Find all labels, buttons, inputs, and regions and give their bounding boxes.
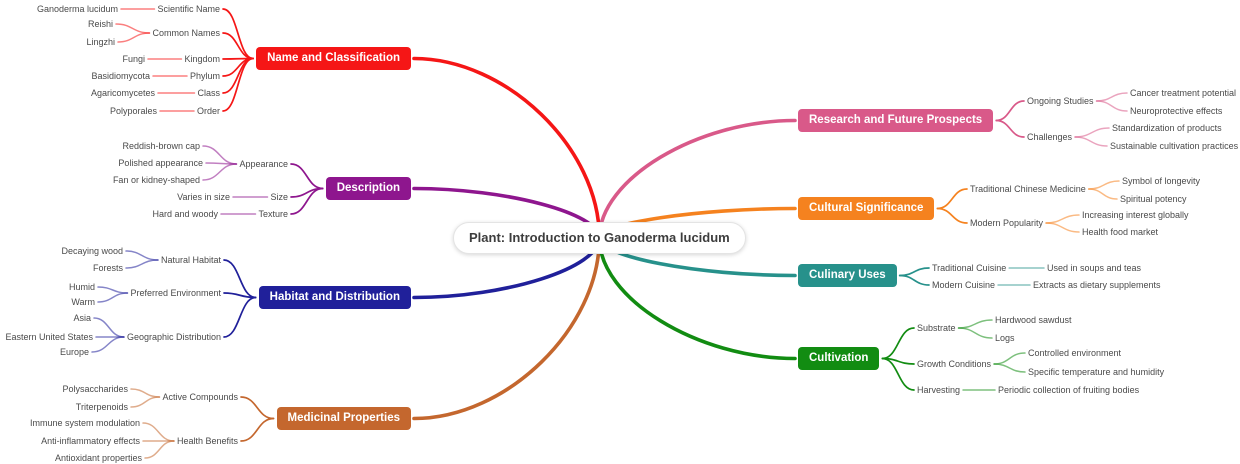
leaf-health-food-market[interactable]: Health food market	[1082, 227, 1159, 237]
subtopic-ongoing-studies[interactable]: Ongoing Studies	[1027, 96, 1094, 106]
subtopic-scientific-name[interactable]: Scientific Name	[157, 4, 220, 14]
leaf-symbol-of-longevity[interactable]: Symbol of longevity	[1122, 176, 1201, 186]
leaf-fan-or-kidney-shaped[interactable]: Fan or kidney-shaped	[112, 175, 200, 185]
leaf-decaying-wood[interactable]: Decaying wood	[61, 246, 123, 256]
leaf-spiritual-potency[interactable]: Spiritual potency	[1120, 194, 1187, 204]
leaf-polished-appearance[interactable]: Polished appearance	[118, 158, 203, 168]
subtopic-traditional-chinese-medicine[interactable]: Traditional Chinese Medicine	[970, 184, 1086, 194]
leaf-antioxidant-properties[interactable]: Antioxidant properties	[54, 453, 142, 463]
leaf-increasing-interest-globally[interactable]: Increasing interest globally	[1082, 210, 1189, 220]
subtopic-texture[interactable]: Texture	[258, 209, 288, 219]
leaf-anti-inflammatory-effects[interactable]: Anti-inflammatory effects	[41, 436, 140, 446]
leaf-asia[interactable]: Asia	[73, 313, 91, 323]
subtopic-order[interactable]: Order	[196, 106, 220, 116]
leaf-neuroprotective-effects[interactable]: Neuroprotective effects	[1130, 106, 1223, 116]
leaf-used-in-soups-and-teas[interactable]: Used in soups and teas	[1047, 263, 1142, 273]
topic-description[interactable]: Description	[325, 177, 411, 200]
subtopic-common-names[interactable]: Common Names	[152, 28, 220, 38]
leaf-humid[interactable]: Humid	[68, 282, 95, 292]
topic-cultivation[interactable]: Cultivation	[798, 347, 880, 370]
leaf-standardization-of-products[interactable]: Standardization of products	[1112, 123, 1222, 133]
leaf-warm[interactable]: Warm	[71, 297, 95, 307]
subtopic-challenges[interactable]: Challenges	[1027, 132, 1073, 142]
subtopic-active-compounds[interactable]: Active Compounds	[162, 392, 238, 402]
leaf-fungi[interactable]: Fungi	[122, 54, 145, 64]
leaf-reddish-brown-cap[interactable]: Reddish-brown cap	[122, 141, 200, 151]
subtopic-health-benefits[interactable]: Health Benefits	[176, 436, 238, 446]
leaf-polysaccharides[interactable]: Polysaccharides	[62, 384, 128, 394]
subtopic-phylum[interactable]: Phylum	[189, 71, 220, 81]
leaf-cancer-treatment-potential[interactable]: Cancer treatment potential	[1130, 88, 1237, 98]
leaf-forests[interactable]: Forests	[92, 263, 123, 273]
leaf-sustainable-cultivation-practices[interactable]: Sustainable cultivation practices	[1110, 141, 1239, 151]
topic-medicinal-properties[interactable]: Medicinal Properties	[276, 407, 411, 430]
leaf-logs[interactable]: Logs	[995, 333, 1015, 343]
subtopic-growth-conditions[interactable]: Growth Conditions	[917, 359, 992, 369]
leaf-basidiomycota[interactable]: Basidiomycota	[91, 71, 150, 81]
subtopic-natural-habitat[interactable]: Natural Habitat	[160, 255, 221, 265]
leaf-eastern-united-states[interactable]: Eastern United States	[5, 332, 93, 342]
leaf-extracts-as-dietary-supplements[interactable]: Extracts as dietary supplements	[1033, 280, 1161, 290]
subtopic-modern-cuisine[interactable]: Modern Cuisine	[932, 280, 996, 290]
subtopic-harvesting[interactable]: Harvesting	[917, 385, 961, 395]
leaf-varies-in-size[interactable]: Varies in size	[177, 192, 230, 202]
subtopic-substrate[interactable]: Substrate	[917, 323, 956, 333]
leaf-triterpenoids[interactable]: Triterpenoids	[75, 402, 128, 412]
leaf-hard-and-woody[interactable]: Hard and woody	[152, 209, 218, 219]
leaf-reishi[interactable]: Reishi	[87, 19, 113, 29]
topic-name-and-classification[interactable]: Name and Classification	[256, 47, 411, 70]
subtopic-modern-popularity[interactable]: Modern Popularity	[970, 218, 1044, 228]
root-node[interactable]: Plant: Introduction to Ganoderma lucidum	[453, 222, 746, 254]
leaf-hardwood-sawdust[interactable]: Hardwood sawdust	[995, 315, 1072, 325]
subtopic-size[interactable]: Size	[270, 192, 288, 202]
leaf-immune-system-modulation[interactable]: Immune system modulation	[29, 418, 140, 428]
topic-cultural-significance[interactable]: Cultural Significance	[798, 197, 935, 220]
leaf-periodic-collection-of-fruiting-bodies[interactable]: Periodic collection of fruiting bodies	[998, 385, 1140, 395]
leaf-polyporales[interactable]: Polyporales	[109, 106, 157, 116]
subtopic-class[interactable]: Class	[197, 88, 220, 98]
leaf-controlled-environment[interactable]: Controlled environment	[1028, 348, 1122, 358]
leaf-europe[interactable]: Europe	[59, 347, 89, 357]
leaf-lingzhi[interactable]: Lingzhi	[86, 37, 115, 47]
subtopic-geographic-distribution[interactable]: Geographic Distribution	[126, 332, 221, 342]
topic-habitat-and-distribution[interactable]: Habitat and Distribution	[258, 286, 411, 309]
subtopic-preferred-environment[interactable]: Preferred Environment	[130, 288, 221, 298]
subtopic-kingdom[interactable]: Kingdom	[184, 54, 220, 64]
topic-research-and-future-prospects[interactable]: Research and Future Prospects	[798, 109, 994, 132]
leaf-ganoderma-lucidum[interactable]: Ganoderma lucidum	[36, 4, 118, 14]
leaf-agaricomycetes[interactable]: Agaricomycetes	[90, 88, 155, 98]
subtopic-traditional-cuisine[interactable]: Traditional Cuisine	[932, 263, 1007, 273]
leaf-specific-temperature-and-humidity[interactable]: Specific temperature and humidity	[1028, 367, 1165, 377]
topic-culinary-uses[interactable]: Culinary Uses	[798, 264, 897, 287]
subtopic-appearance[interactable]: Appearance	[239, 159, 288, 169]
